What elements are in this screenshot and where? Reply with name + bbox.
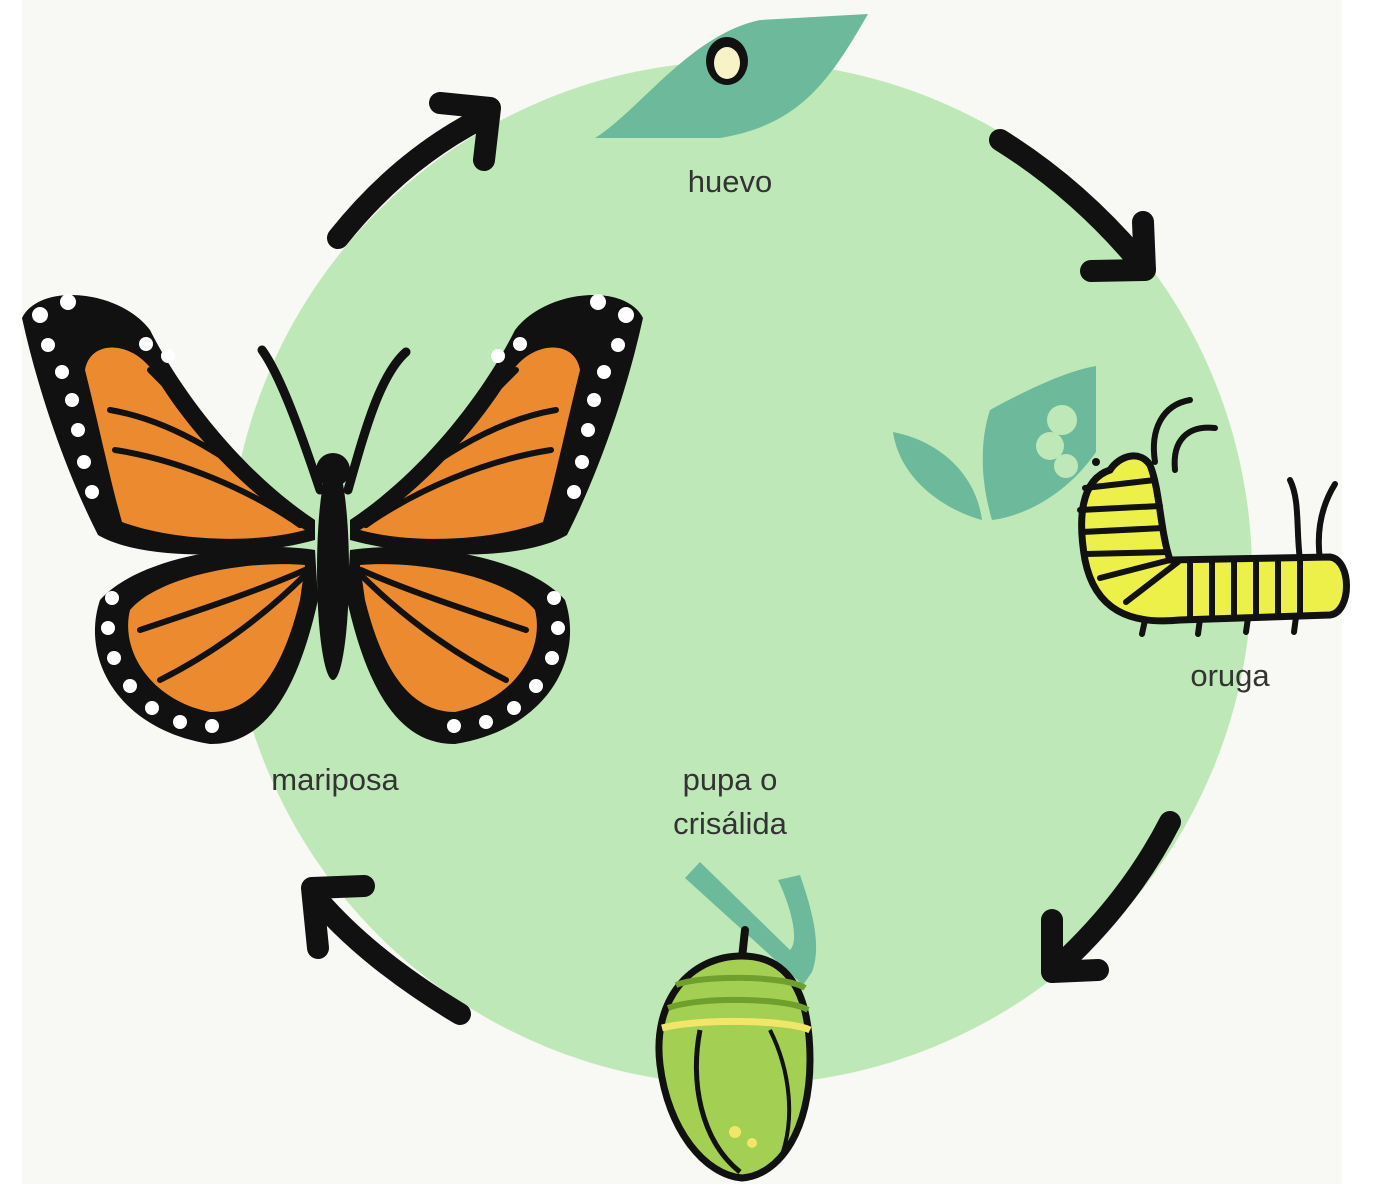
stage-label-oruga: oruga bbox=[1190, 658, 1270, 693]
butterfly-icon bbox=[22, 294, 643, 745]
arrow-huevo-to-oruga bbox=[989, 129, 1156, 282]
arrow-oruga-to-pupa bbox=[1041, 811, 1181, 983]
stage-label-mariposa: mariposa bbox=[271, 762, 399, 797]
cycle-arrows bbox=[301, 92, 1181, 1025]
eaten-leaves-icon bbox=[893, 366, 1096, 520]
stage-label-huevo: huevo bbox=[687, 164, 773, 199]
cycle-circle bbox=[228, 61, 1252, 1085]
arrow-pupa-to-mariposa bbox=[301, 875, 471, 1025]
chrysalis-icon bbox=[655, 862, 817, 1182]
egg-on-leaf-icon bbox=[595, 14, 868, 138]
caterpillar-icon bbox=[1077, 397, 1350, 637]
stage-label-pupa-line2: crisálida bbox=[673, 806, 787, 841]
arrow-mariposa-to-huevo bbox=[327, 92, 501, 249]
stage-label-pupa-line1: pupa o bbox=[682, 762, 778, 797]
stage-label-pupa: pupa o crisálida bbox=[630, 758, 830, 846]
